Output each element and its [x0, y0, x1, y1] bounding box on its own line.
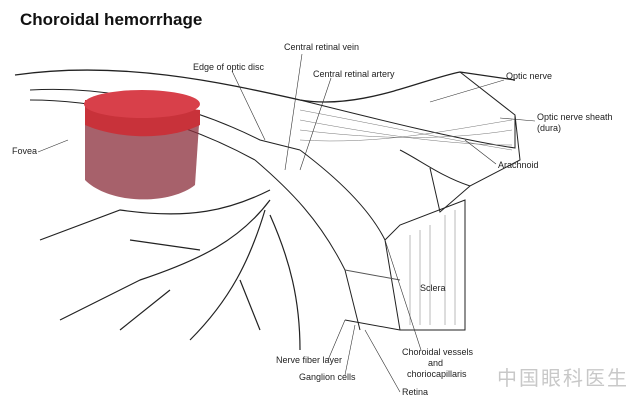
label-fovea: Fovea	[12, 146, 38, 156]
label-dura: (dura)	[537, 123, 562, 133]
label-edge-of-optic-disc: Edge of optic disc	[193, 62, 265, 72]
label-arachnoid: Arachnoid	[498, 160, 539, 170]
label-central-retinal-vein: Central retinal vein	[284, 42, 360, 52]
label-choriocapillaris: choriocapillaris	[407, 369, 467, 379]
label-ganglion-cells: Ganglion cells	[299, 372, 356, 382]
label-choroidal-vessels: Choroidal vessels	[402, 347, 474, 357]
label-central-retinal-artery: Central retinal artery	[313, 69, 395, 79]
hemorrhage	[84, 90, 200, 200]
label-optic-nerve-sheath: Optic nerve sheath	[537, 112, 613, 122]
label-retina: Retina	[402, 387, 429, 397]
label-choroidal-and: and	[428, 358, 444, 368]
label-optic-nerve: Optic nerve	[506, 71, 553, 81]
watermark: 中国眼科医生	[497, 368, 629, 390]
diagram-title: Choroidal hemorrhage	[20, 10, 203, 29]
label-nerve-fiber-layer: Nerve fiber layer	[276, 355, 343, 365]
label-sclera: Sclera	[420, 283, 446, 293]
